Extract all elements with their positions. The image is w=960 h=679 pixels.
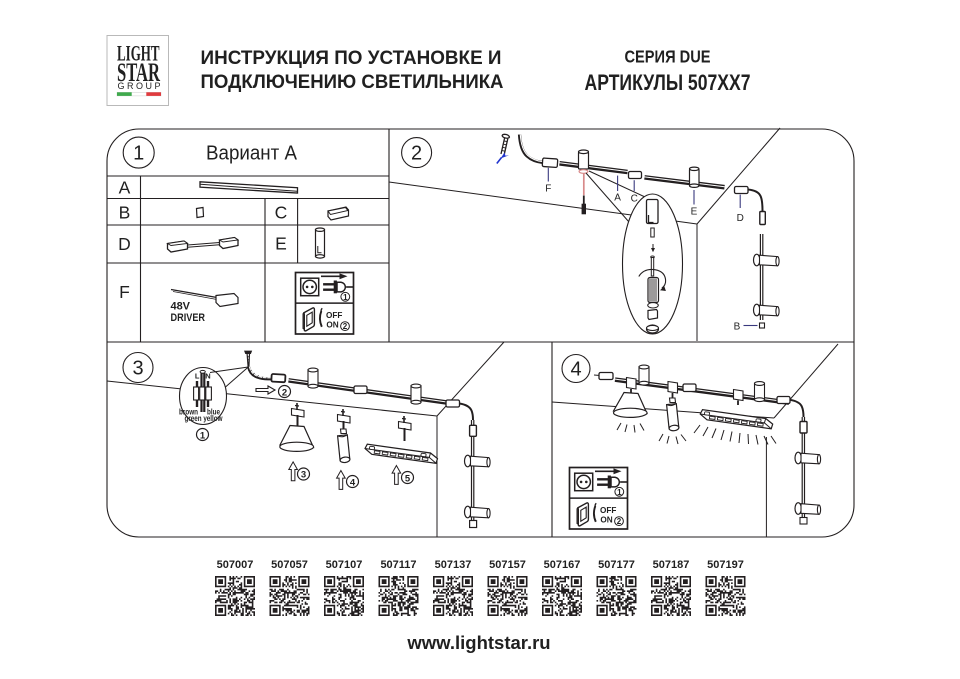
svg-text:1: 1 (200, 431, 206, 442)
svg-text:5: 5 (405, 474, 411, 485)
svg-text:www.lightstar.ru: www.lightstar.ru (406, 632, 550, 653)
svg-text:STAR: STAR (117, 58, 160, 87)
svg-text:507107: 507107 (326, 559, 363, 571)
svg-text:4: 4 (570, 359, 581, 381)
svg-text:507187: 507187 (653, 559, 690, 571)
svg-text:A: A (614, 193, 621, 204)
svg-text:507167: 507167 (544, 559, 581, 571)
svg-text:507137: 507137 (435, 559, 472, 571)
svg-text:C: C (631, 194, 638, 205)
svg-text:507057: 507057 (271, 559, 308, 571)
svg-text:A: A (119, 178, 131, 198)
svg-text:АРТИКУЛЫ 507XX7: АРТИКУЛЫ 507XX7 (585, 70, 751, 95)
svg-text:L: L (195, 372, 200, 381)
svg-text:LIGHT: LIGHT (117, 41, 160, 66)
svg-text:blue: blue (207, 407, 220, 417)
svg-text:507177: 507177 (598, 559, 635, 571)
svg-text:507157: 507157 (489, 559, 526, 571)
svg-text:C: C (275, 202, 288, 222)
svg-text:DRIVER: DRIVER (171, 312, 206, 324)
svg-text:3: 3 (301, 470, 306, 481)
svg-text:3: 3 (132, 358, 143, 380)
svg-text:507197: 507197 (707, 559, 744, 571)
svg-text:4: 4 (350, 478, 356, 489)
svg-text:D: D (118, 234, 131, 254)
svg-text:D: D (737, 213, 744, 224)
svg-text:E: E (691, 207, 698, 218)
svg-text:green yellow: green yellow (185, 413, 223, 423)
svg-text:N: N (205, 372, 210, 381)
svg-text:E: E (275, 234, 287, 254)
svg-text:2: 2 (282, 388, 287, 399)
svg-text:48V: 48V (171, 301, 191, 313)
svg-text:B: B (119, 202, 131, 222)
svg-text:СЕРИЯ DUE: СЕРИЯ DUE (625, 47, 711, 67)
svg-text:F: F (545, 184, 551, 195)
svg-text:1: 1 (133, 143, 144, 165)
svg-text:GROUP: GROUP (118, 81, 161, 91)
svg-text:F: F (119, 282, 130, 302)
svg-text:brown: brown (179, 407, 198, 417)
svg-text:Вариант А: Вариант А (206, 142, 297, 165)
svg-text:507117: 507117 (380, 559, 416, 571)
svg-text:2: 2 (411, 143, 422, 165)
svg-text:507007: 507007 (217, 559, 254, 571)
svg-text:B: B (734, 322, 741, 333)
svg-text:ПОДКЛЮЧЕНИЮ СВЕТИЛЬНИКА: ПОДКЛЮЧЕНИЮ СВЕТИЛЬНИКА (201, 72, 504, 93)
svg-text:ИНСТРУКЦИЯ ПО УСТАНОВКЕ И: ИНСТРУКЦИЯ ПО УСТАНОВКЕ И (201, 48, 502, 69)
